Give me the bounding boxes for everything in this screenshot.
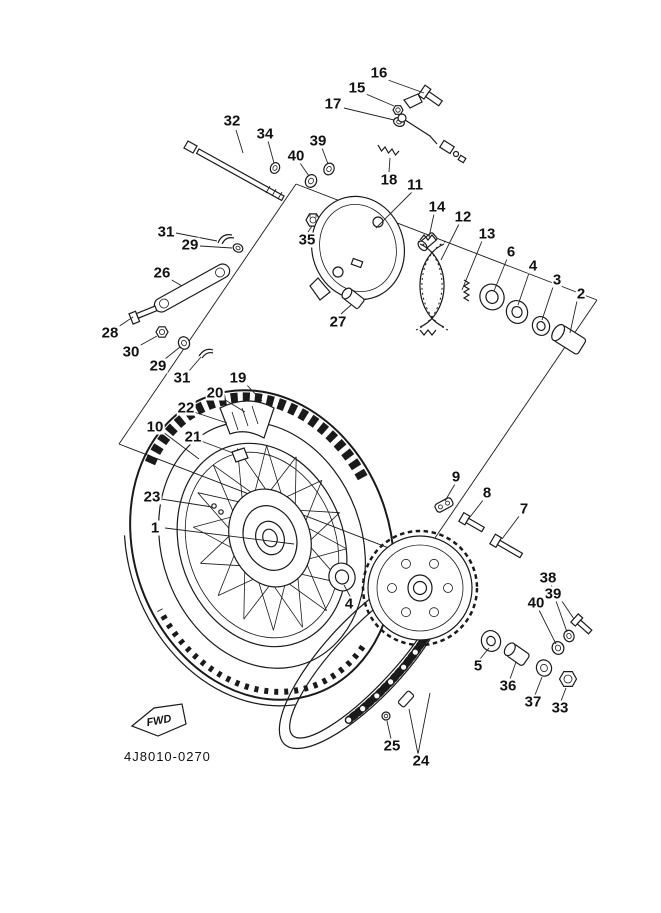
brake-shoes-assembly [415,234,471,336]
callout-31-b: 31 [172,369,192,387]
callout-37: 37 [523,693,543,711]
diagram-part-code: 4J8010-0270 [124,749,211,764]
callout-6: 6 [505,243,517,261]
callout-33: 33 [550,699,570,717]
callout-23: 23 [142,488,162,506]
hub-bearing [328,562,356,592]
bearing-spacer-row [479,283,587,355]
callout-20: 20 [205,384,225,402]
callout-29: 29 [180,236,200,254]
fwd-arrow [130,703,187,737]
callout-18: 18 [379,171,399,189]
callout-26: 26 [152,264,172,282]
callout-10: 10 [145,418,165,436]
brake-panel-assembly [309,195,438,301]
torque-link-assembly [128,234,244,359]
leader-lines [117,79,578,755]
callout-22: 22 [176,399,196,417]
callout-11: 11 [406,176,424,194]
callout-34: 34 [255,125,275,143]
callout-12: 12 [453,208,473,226]
callout-27: 27 [328,313,348,331]
callout-9: 9 [450,468,462,486]
adjuster-bolts [434,497,524,559]
callout-4-b: 4 [343,595,355,613]
callout-3: 3 [551,271,563,289]
callout-14: 14 [427,198,447,216]
callout-2: 2 [575,285,587,303]
callout-28: 28 [100,324,120,342]
bushing-27 [341,287,365,310]
callout-13: 13 [477,225,497,243]
callout-15: 15 [347,79,367,97]
callout-32: 32 [222,112,242,130]
callout-4: 4 [527,257,539,275]
callout-36: 36 [498,677,518,695]
callout-40-b: 40 [526,594,546,612]
callout-24: 24 [411,752,431,770]
callout-7: 7 [518,500,530,518]
callout-25: 25 [382,737,402,755]
rear-sprocket [361,529,479,647]
axle-assembly [183,140,335,227]
wheel-assembly [123,389,395,707]
callout-16: 16 [369,64,389,82]
callout-17: 17 [323,95,343,113]
callout-35: 35 [297,231,317,249]
callout-19: 19 [228,369,248,387]
callout-31: 31 [156,223,176,241]
callout-39: 39 [308,132,328,150]
callout-29-b: 29 [148,357,168,375]
chain-adjuster-bolt-cluster [551,613,593,655]
callout-30: 30 [121,343,141,361]
callout-5: 5 [472,657,484,675]
callout-1: 1 [149,519,161,537]
hub [228,488,312,588]
axle-nut-row [480,630,578,688]
tube-and-rim-band [219,400,275,439]
callout-39-b: 39 [543,585,563,603]
callout-21: 21 [183,428,203,446]
callout-38: 38 [538,569,558,587]
brake-lever-assembly [377,84,467,164]
callout-8: 8 [481,484,493,502]
callout-40: 40 [286,147,306,165]
